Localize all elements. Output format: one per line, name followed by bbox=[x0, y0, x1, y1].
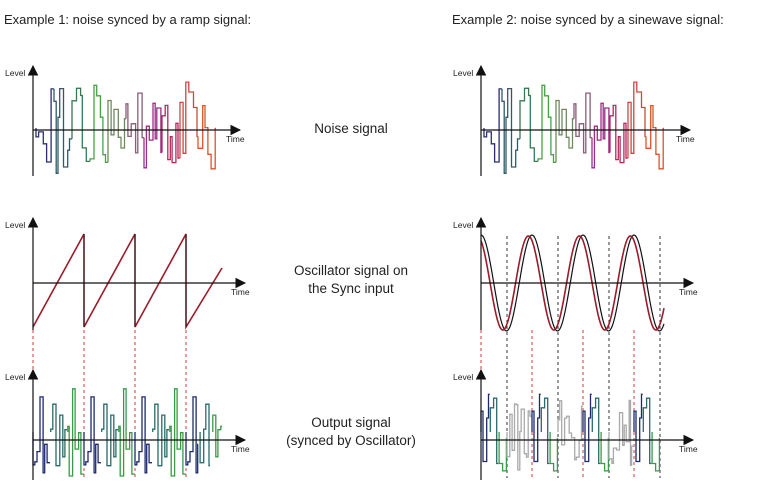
ex2-noise-segment bbox=[483, 88, 502, 163]
noise-signal-label-text: Noise signal bbox=[314, 121, 388, 136]
noise-signal-label: Noise signal bbox=[251, 120, 451, 138]
ex2-noise-level-label: Level bbox=[453, 68, 473, 78]
ex2-noise-time-label: Time bbox=[676, 134, 695, 144]
ex2-output-segment bbox=[540, 397, 550, 465]
ex1-noise-level-label: Level bbox=[5, 68, 25, 78]
ex1-output-segment bbox=[185, 396, 199, 474]
ex2-output-gray-segment bbox=[557, 400, 583, 461]
ex1-out-level-label: Level bbox=[5, 372, 25, 382]
sine-oscillator bbox=[480, 234, 665, 332]
ex2-output-segment bbox=[489, 397, 499, 465]
ex2-noise-segment bbox=[609, 104, 628, 164]
ex1-noise-segment bbox=[71, 87, 90, 163]
ex1-output-segment bbox=[118, 388, 135, 477]
ex2-output-segment bbox=[651, 432, 661, 472]
output-signal-label: Output signal (synced by Oscillator) bbox=[251, 414, 451, 450]
ex2-output-gray-segment bbox=[608, 399, 634, 466]
ex2-output-segment bbox=[480, 393, 490, 463]
ex2-noise-segment bbox=[627, 81, 646, 159]
ex2-output-segment bbox=[582, 393, 592, 463]
ex2-osc-time-label: Time bbox=[679, 287, 698, 297]
ex1-output-segment bbox=[50, 403, 67, 467]
ex2-noise-segment bbox=[537, 84, 556, 164]
ex1-noise-time-label: Time bbox=[226, 134, 245, 144]
ex1-noise-segment bbox=[161, 104, 180, 164]
sync-guide-lines bbox=[32, 236, 661, 478]
ex1-osc-time-label: Time bbox=[231, 287, 250, 297]
ex1-output-segment bbox=[169, 388, 186, 477]
example-2-title: Example 2: noise synced by a sinewave si… bbox=[452, 12, 724, 27]
ex2-noise-segment bbox=[573, 92, 592, 154]
ex2-output-segment bbox=[642, 397, 652, 465]
oscillator-signal-label: Oscillator signal on the Sync input bbox=[251, 262, 451, 298]
ex2-noise-segment bbox=[519, 87, 538, 163]
ex2-output-segment bbox=[591, 397, 601, 465]
oscillator-label-line-2: the Sync input bbox=[308, 281, 394, 296]
ex1-noise-segment bbox=[197, 104, 216, 170]
ramp-oscillator bbox=[32, 233, 223, 330]
axes: LevelTimeLevelTimeLevelTimeLevelTimeLeve… bbox=[5, 64, 698, 480]
ex2-noise-segment bbox=[591, 102, 610, 169]
output-label-line-2: (synced by Oscillator) bbox=[286, 433, 416, 448]
ex2-osc-level-label: Level bbox=[453, 220, 473, 230]
ex2-out-level-label: Level bbox=[453, 372, 473, 382]
ex1-noise-segment bbox=[179, 81, 198, 159]
ex2-output-segment bbox=[549, 432, 559, 472]
ex1-out-time-label: Time bbox=[231, 444, 250, 454]
ex1-output-segment bbox=[152, 403, 169, 467]
ex1-output-segment bbox=[101, 403, 118, 467]
ex2-noise-segment bbox=[645, 104, 664, 170]
ex2-output-segment bbox=[531, 393, 541, 463]
ex1-noise-segment bbox=[107, 99, 126, 163]
example-1-title: Example 1: noise synced by a ramp signal… bbox=[4, 12, 252, 27]
ex2-noise-segment bbox=[501, 87, 520, 174]
ex2-noise-segment bbox=[555, 99, 574, 163]
ex1-output-segment bbox=[83, 396, 101, 474]
ex2-out-time-label: Time bbox=[679, 444, 698, 454]
output-label-line-1: Output signal bbox=[311, 415, 391, 430]
ex2-output-gray-segment bbox=[506, 403, 532, 471]
ex1-noise-segment bbox=[53, 87, 72, 174]
sine-oscillator-synced bbox=[480, 235, 665, 331]
ex2-output-segment bbox=[600, 432, 610, 472]
ex1-output-segment bbox=[134, 396, 152, 474]
ex1-noise-segment bbox=[125, 92, 144, 154]
ex1-osc-level-label: Level bbox=[5, 220, 25, 230]
ex1-noise-segment bbox=[35, 88, 54, 163]
oscillator-label-line-1: Oscillator signal on bbox=[293, 263, 409, 278]
ex1-output-segment bbox=[212, 414, 222, 458]
ex1-noise-segment bbox=[143, 102, 162, 169]
ex2-output-segment bbox=[633, 393, 643, 463]
signal-traces bbox=[32, 81, 665, 477]
ex1-output-segment bbox=[67, 388, 84, 477]
ex1-output-segment bbox=[32, 396, 50, 474]
ex2-output-segment bbox=[498, 432, 508, 472]
ex1-noise-segment bbox=[89, 84, 108, 164]
ex1-output-segment bbox=[199, 403, 210, 467]
